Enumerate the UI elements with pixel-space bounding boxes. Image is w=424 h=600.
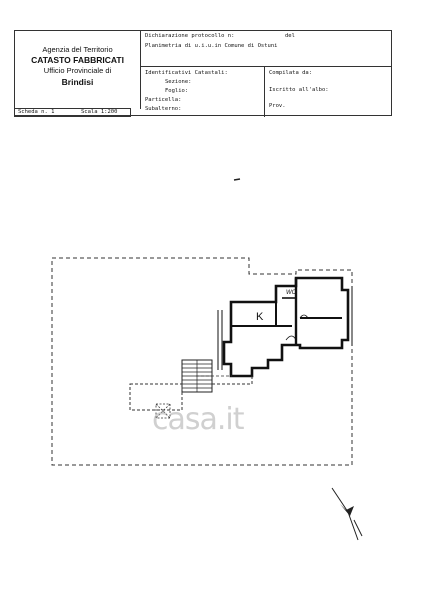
sezione-label: Sezione:	[165, 79, 192, 85]
subalterno-label: Subalterno:	[145, 106, 182, 112]
ufficio-label: Ufficio Provinciale di	[43, 66, 112, 75]
declaration-label: Dichiarazione protocollo n:	[145, 33, 235, 39]
stair-outline	[181, 359, 213, 393]
compilata-label: Compilata da:	[269, 70, 313, 76]
north-arrow-tail	[353, 519, 363, 537]
door-arc	[285, 335, 297, 341]
scheda-label: Scheda n. 1	[18, 109, 55, 115]
agency-name: Agenzia del Territorio	[42, 45, 113, 54]
scala-label: Scala 1:200	[81, 109, 118, 115]
terrace-dashed	[129, 383, 183, 411]
identifiers-block: Identificativi Catastali: Sezione: Fogli…	[141, 67, 265, 117]
room-label-wc: WC	[286, 290, 297, 296]
shaft-symbol	[155, 403, 171, 419]
watermark: casa.it	[152, 402, 245, 437]
iscritto-label: Iscritto all'albo:	[269, 87, 329, 93]
foglio-label: Foglio:	[165, 88, 189, 94]
door-arc-2	[299, 314, 309, 319]
header-frame: Agenzia del Territorio CATASTO FABBRICAT…	[14, 30, 392, 117]
room-label-k: K	[256, 311, 264, 323]
planimetria-label: Planimetria di u.i.u.in Comune di Ostuni	[145, 43, 278, 49]
identificativi-label: Identificativi Catastali:	[145, 70, 228, 76]
catasto-title: CATASTO FABBRICATI	[31, 55, 124, 65]
sheet-bar: Scheda n. 1 Scala 1:200	[14, 108, 131, 117]
particella-label: Particella:	[145, 97, 182, 103]
mark-stroke	[233, 178, 241, 181]
balcony-dashed	[212, 376, 253, 385]
city-name: Brindisi	[61, 77, 94, 87]
property-boundary	[51, 257, 353, 466]
compiler-block: Compilata da: Iscritto all'albo: Prov.	[265, 67, 391, 117]
prov-label: Prov.	[269, 103, 286, 109]
north-arrow-shaft	[331, 487, 359, 541]
del-label: del	[285, 33, 295, 39]
agency-block: Agenzia del Territorio CATASTO FABBRICAT…	[15, 31, 141, 109]
north-arrow-head	[340, 504, 354, 516]
declaration-row: Dichiarazione protocollo n: del Planimet…	[141, 31, 391, 67]
